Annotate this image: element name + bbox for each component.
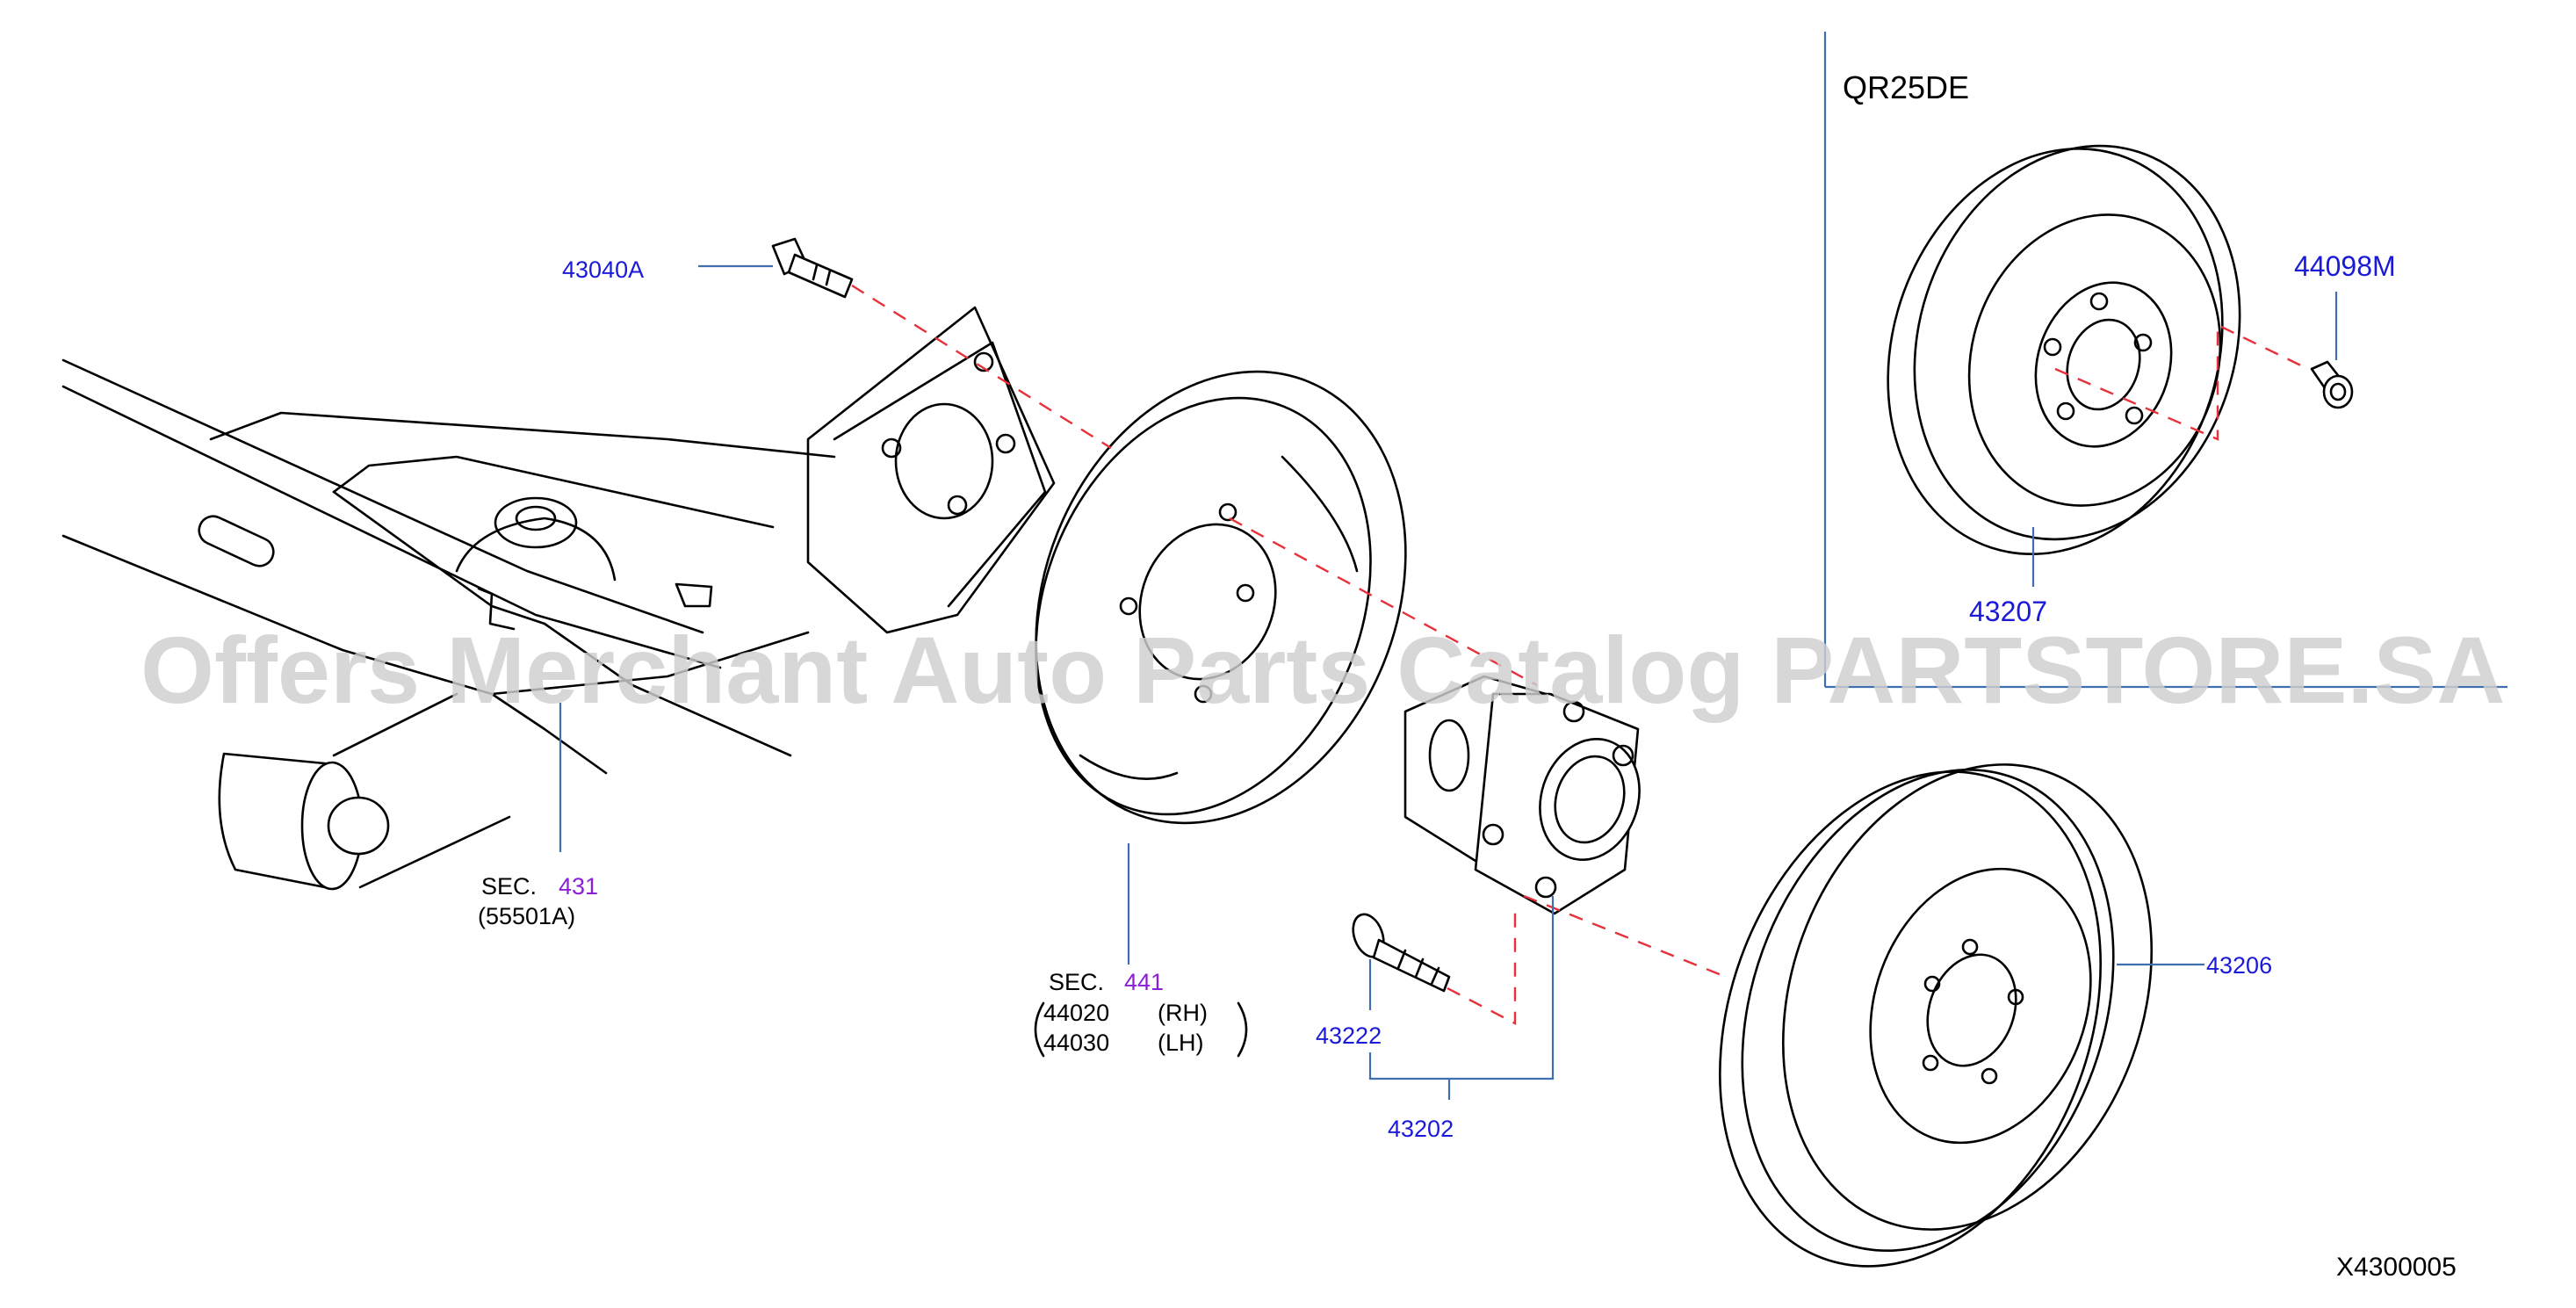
part-label-43222[interactable]: 43222 [1316, 1023, 1382, 1049]
leader-lines [559, 264, 2338, 1100]
sec-441-number[interactable]: 441 [1124, 969, 1164, 995]
brake-disc-icon [1887, 144, 2241, 555]
axle-beam-icon [61, 306, 1056, 891]
sec-441-item-1-side: (RH) [1158, 1000, 1208, 1026]
sec-431-prefix: SEC. [481, 873, 537, 900]
part-label-43202[interactable]: 43202 [1388, 1116, 1454, 1142]
hub-bolt-icon [1352, 913, 1451, 993]
engine-label: QR25DE [1843, 69, 1969, 105]
bolt-icon [771, 237, 854, 299]
watermark-text: Offers Merchant Auto Parts Catalog PARTS… [141, 617, 2505, 723]
sec-431-callout: SEC. 431 (55501A) [478, 873, 598, 929]
sec-441-prefix: SEC. [1049, 969, 1104, 995]
backing-plate-icon [1035, 370, 1407, 825]
brake-drum-icon [1719, 763, 2154, 1268]
part-label-44098m[interactable]: 44098M [2294, 250, 2396, 282]
qr25de-frame [1823, 32, 2507, 689]
part-label-43206[interactable]: 43206 [2206, 952, 2272, 979]
hub-bearing-icon [1403, 675, 1641, 915]
sec-431-number[interactable]: 431 [559, 873, 598, 900]
part-label-43040a[interactable]: 43040A [562, 257, 644, 283]
part-label-43207[interactable]: 43207 [1969, 596, 2047, 627]
sec-431-sub: (55501A) [478, 903, 575, 929]
sec-441-item-2-part: 44030 [1043, 1030, 1109, 1056]
assembly-axis [851, 284, 2309, 1025]
sec-441-callout: SEC. 441 44020 (RH) 44030 (LH) [1034, 969, 1248, 1058]
sec-441-item-2-side: (LH) [1158, 1030, 1204, 1056]
sec-441-item-1-part: 44020 [1043, 1000, 1109, 1026]
plug-icon [2310, 360, 2354, 409]
drawing-number: X4300005 [2336, 1253, 2457, 1282]
